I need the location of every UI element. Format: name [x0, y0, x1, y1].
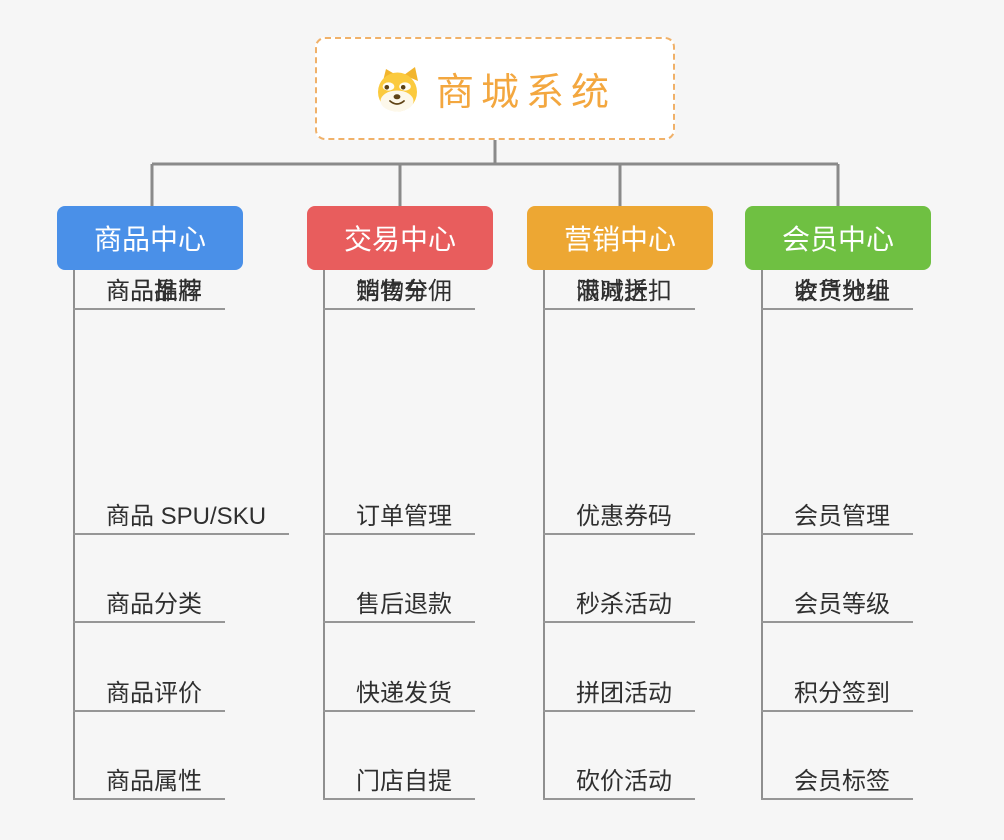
- topic-item[interactable]: 砍价活动: [543, 760, 695, 800]
- topic-item[interactable]: 满减送: [543, 270, 671, 310]
- branch-connector-line: [543, 270, 545, 800]
- root-topic[interactable]: 商城系统: [315, 37, 675, 140]
- topic-item[interactable]: 门店自提: [323, 760, 475, 800]
- topic-item[interactable]: 快递发货: [323, 672, 475, 712]
- topic-item[interactable]: 会员分组: [761, 270, 913, 310]
- branch-header-product-center[interactable]: 商品中心: [57, 206, 243, 270]
- topic-item[interactable]: 商品分类: [73, 583, 225, 623]
- root-topic-label: 商城系统: [435, 72, 616, 114]
- branch-header-marketing-center[interactable]: 营销中心: [527, 206, 713, 270]
- branch-connector-line: [761, 270, 763, 800]
- topic-item[interactable]: 商品品牌: [73, 270, 225, 310]
- topic-item[interactable]: 商品 SPU/SKU: [73, 495, 290, 535]
- topic-item[interactable]: 商品属性: [73, 760, 225, 800]
- branch-header-member-center[interactable]: 会员中心: [745, 206, 931, 270]
- topic-item[interactable]: 积分签到: [761, 672, 913, 712]
- branch-connector-line: [323, 270, 325, 800]
- topic-item[interactable]: 拼团活动: [543, 672, 695, 712]
- topic-item[interactable]: 收货地址: [761, 270, 913, 310]
- branch-header-trade-center[interactable]: 交易中心: [307, 206, 493, 270]
- topic-item[interactable]: 会员标签: [761, 760, 913, 800]
- branch-trade-center: 交易中心 订单管理 售后退款 快递发货 门店自提 购物车 销售分佣: [307, 206, 557, 806]
- topic-item[interactable]: 售后退款: [323, 583, 475, 623]
- topic-item[interactable]: 购物车: [323, 270, 451, 310]
- topic-item[interactable]: 会员管理: [761, 495, 913, 535]
- shiba-dog-icon: [377, 66, 418, 111]
- topic-item[interactable]: 订单管理: [323, 495, 475, 535]
- branch-member-center: 会员中心 会员管理 会员等级 积分签到 会员标签 会员分组 收货地址: [745, 206, 995, 806]
- topic-item[interactable]: 优惠券码: [543, 495, 695, 535]
- topic-item[interactable]: 会员等级: [761, 583, 913, 623]
- topic-item[interactable]: 秒杀活动: [543, 583, 695, 623]
- branch-marketing-center: 营销中心 优惠券码 秒杀活动 拼团活动 砍价活动 限时折扣 满减送: [527, 206, 777, 806]
- topic-item[interactable]: 销售分佣: [323, 270, 475, 310]
- branch-product-center: 商品中心 商品 SPU/SKU 商品分类 商品评价 商品属性 商品推荐 商品品牌: [57, 206, 307, 806]
- branch-connector-line: [73, 270, 75, 800]
- topic-item[interactable]: 商品评价: [73, 672, 225, 712]
